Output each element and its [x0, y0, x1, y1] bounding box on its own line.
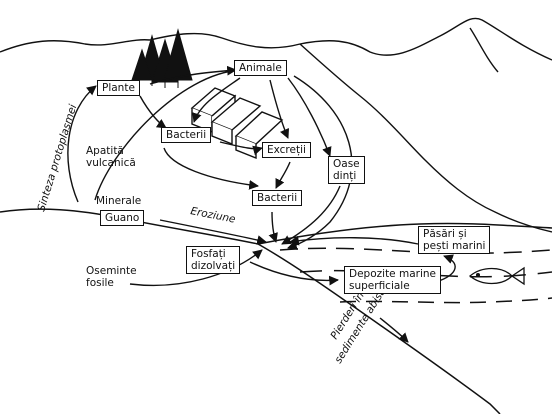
node-plante: Plante	[97, 80, 140, 96]
node-oase-line1: Oase	[333, 158, 360, 170]
mountain-range	[0, 17, 552, 233]
node-bacterii-1-label: Bacterii	[166, 129, 207, 141]
flow-arrows	[67, 65, 456, 343]
node-bacterii-2-label: Bacterii	[257, 192, 298, 204]
forest-trees	[131, 28, 193, 88]
node-fosfati-line2: dizolvați	[191, 260, 236, 272]
arrow-sinteza	[67, 85, 97, 203]
node-depozite-line2: superficiale	[349, 280, 410, 292]
arrow-abisale	[379, 317, 409, 343]
node-fosfati-line1: Fosfați	[191, 248, 226, 260]
arrow-bacterii-fosfati	[268, 211, 278, 243]
node-apatita-line1: Apatită	[86, 145, 124, 157]
node-pasari-line1: Păsări și	[423, 228, 467, 240]
node-oseminte-line2: fosile	[86, 277, 114, 289]
label-eroziune: Eroziune	[189, 205, 236, 225]
label-sinteza-protoplasmei: Sinteza protoplasmei	[35, 103, 79, 213]
node-animale-label: Animale	[239, 62, 282, 74]
arrow-minerale-fosfati	[159, 219, 267, 245]
arrow-oseminte-fosfati	[129, 249, 263, 287]
arrow-plante-bacterii	[139, 95, 167, 129]
node-guano: Guano	[100, 210, 145, 226]
arrow-animale-oase	[287, 77, 332, 157]
fish-icon	[468, 266, 525, 286]
node-excretii-label: Excreții	[267, 144, 306, 156]
arrow-apatita-loop	[94, 69, 241, 201]
arrow-plante-animale	[149, 65, 237, 85]
arrow-fosfati-depozite	[249, 261, 339, 286]
node-excretii: Excreții	[262, 142, 311, 158]
arrow-excretii-bacterii	[275, 161, 291, 189]
arrow-bacterii-plante	[163, 147, 259, 190]
node-guano-label: Guano	[105, 212, 140, 224]
arrow-bacterii-excretii	[219, 141, 263, 156]
node-plante-label: Plante	[102, 82, 135, 94]
node-bacterii-2: Bacterii	[252, 190, 303, 206]
node-apatita-line2: vulcanică	[86, 157, 136, 169]
node-animale: Animale	[234, 60, 287, 76]
node-minerale-label: Minerale	[96, 195, 142, 207]
node-bacterii-1: Bacterii	[161, 127, 212, 143]
arrow-pasari-sea	[289, 235, 419, 246]
node-oase-line2: dinți	[333, 170, 357, 182]
arrow-depozite-pasari	[435, 254, 456, 283]
node-oseminte-line1: Oseminte	[86, 265, 137, 277]
arrow-animale-excretii	[269, 79, 290, 139]
arrow-animale-bacterii	[192, 77, 241, 123]
node-depozite-line1: Depozite marine	[349, 268, 436, 280]
node-minerale: Minerale	[92, 194, 145, 208]
node-pasari-line2: pești marini	[423, 240, 486, 252]
